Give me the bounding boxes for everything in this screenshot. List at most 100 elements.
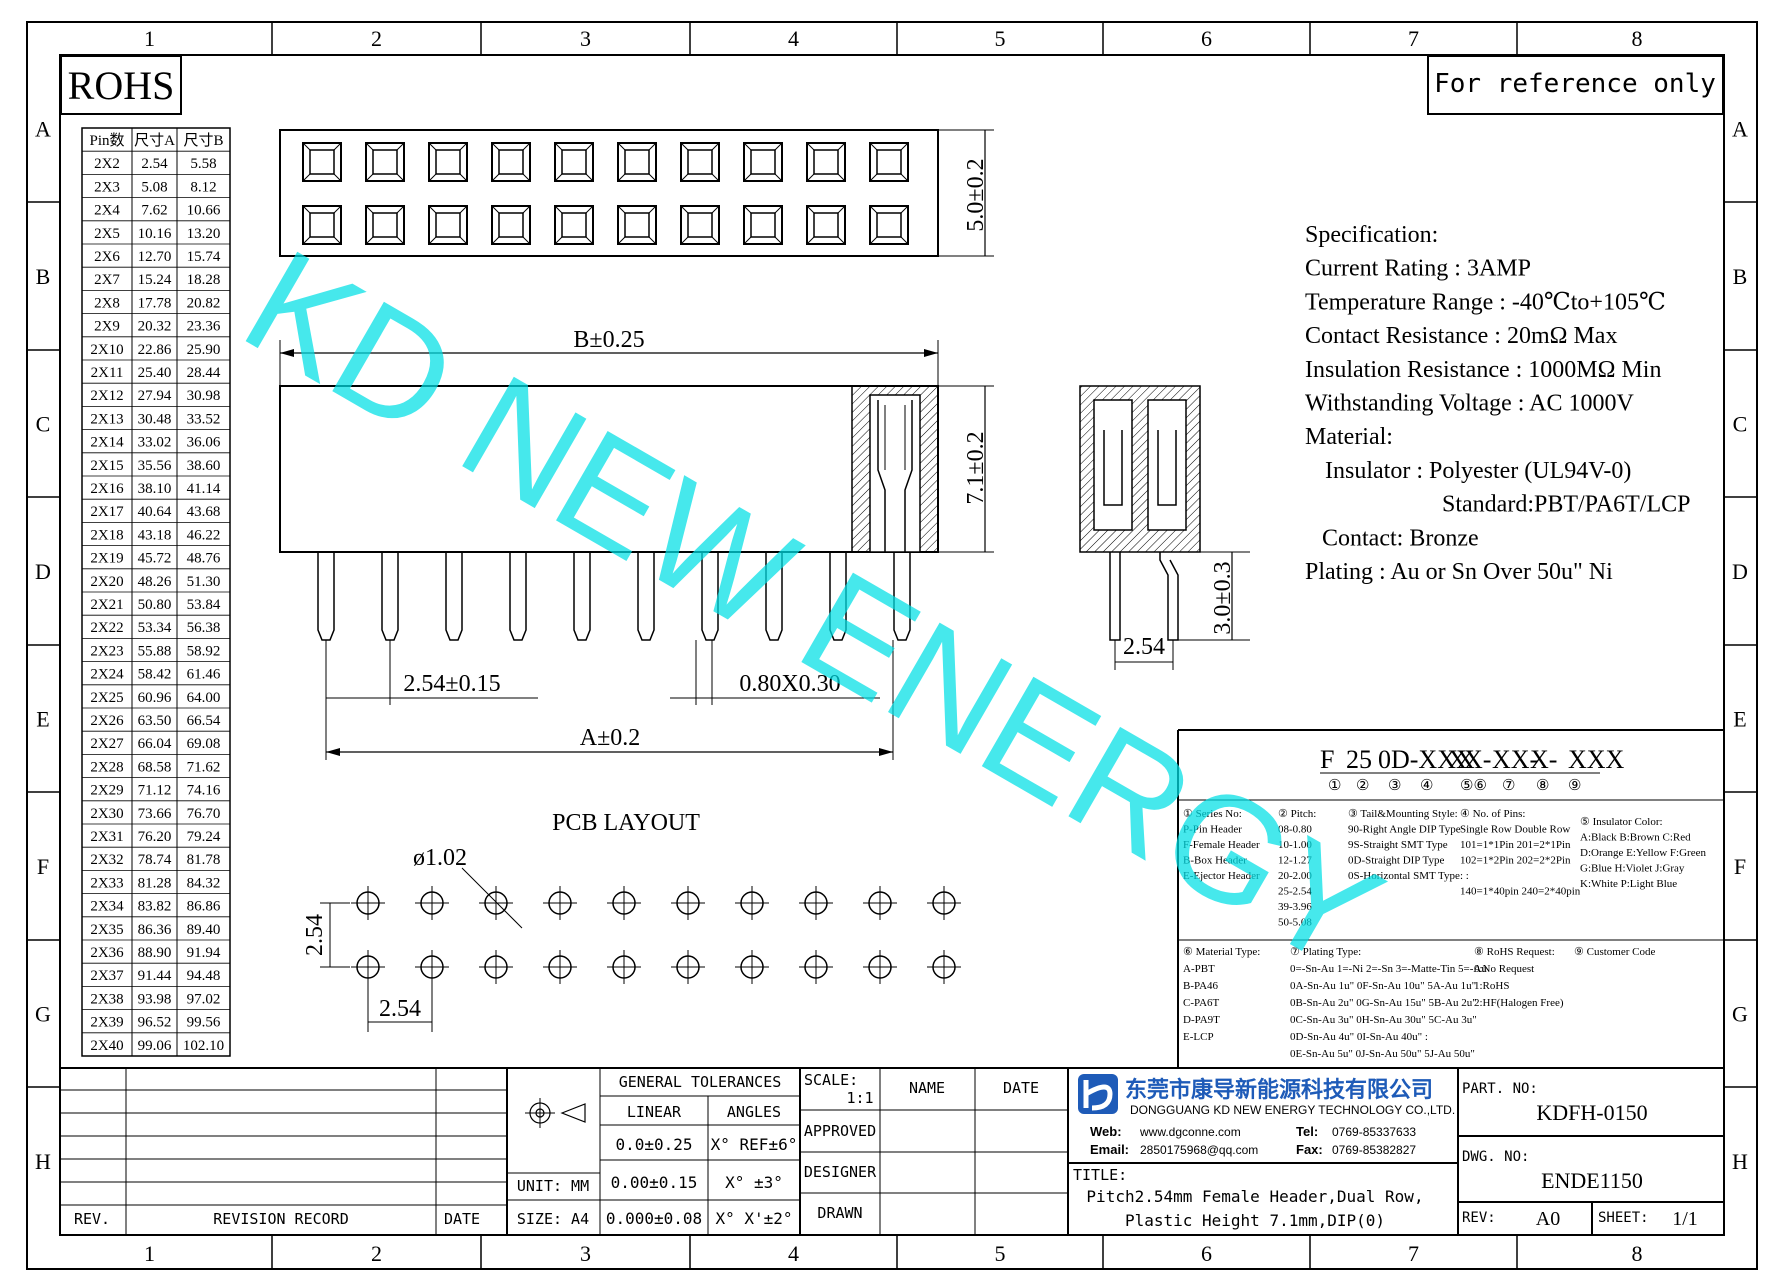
col-label-top: 7	[1408, 26, 1419, 51]
pin-table-cell: 8.12	[190, 179, 216, 195]
spec-line: Specification:	[1305, 222, 1438, 248]
code-legend-line: ⑥ Material Type:	[1183, 946, 1260, 958]
tb-revision-record: REVISION RECORD	[213, 1210, 348, 1228]
dim-pcb-col-pitch: 2.54	[379, 996, 421, 1022]
row-label-right: F	[1734, 854, 1746, 879]
top-view: 5.0±0.2	[279, 129, 994, 257]
code-legend-line: 0:No Request	[1474, 963, 1534, 975]
pin-table-cell: 5.58	[190, 156, 216, 172]
pin-table-cell: 28.44	[187, 365, 221, 381]
part-code-segment: X	[1448, 745, 1467, 774]
code-legend-line: 08-0.80	[1278, 824, 1312, 836]
pin-table-cell: 45.72	[138, 551, 172, 567]
pin-table-cell: 27.94	[138, 388, 172, 404]
web-value: www.dgconne.com	[1139, 1125, 1241, 1139]
spec-line: Withstanding Voltage : AC 1000V	[1305, 391, 1634, 417]
tb-date-col: DATE	[1003, 1079, 1039, 1097]
code-legend-line: D:Orange E:Yellow F:Green	[1580, 847, 1706, 859]
rev-value: A0	[1536, 1208, 1560, 1230]
pin-table-cell: 48.26	[138, 574, 172, 590]
pin-table-cell: 2X34	[90, 899, 124, 915]
pin-table-cell: 88.90	[138, 945, 172, 961]
code-legend-line: E-Ejector Header	[1183, 870, 1260, 882]
tb-name: NAME	[909, 1079, 945, 1097]
pin-table-cell: 55.88	[138, 643, 172, 659]
pin-table-cell: 5.08	[141, 179, 167, 195]
fax-label: Fax:	[1296, 1142, 1323, 1157]
pin-table-cell: 2X9	[94, 319, 120, 335]
code-legend-line: : :	[1460, 870, 1469, 882]
pin-table-cell: 2X15	[90, 458, 123, 474]
row-label-left: B	[36, 264, 51, 289]
pin-table-cell: 2X14	[90, 435, 124, 451]
pin-table-cell: 30.48	[138, 411, 172, 427]
pin-table-cell: 12.70	[138, 249, 172, 265]
company-name-cn: 东莞市康导新能源科技有限公司	[1125, 1077, 1433, 1102]
pin-table-cell: 20.82	[187, 295, 221, 311]
pin-table-cell: 76.20	[138, 829, 172, 845]
rohs-box	[60, 55, 182, 115]
pin-table-cell: 2X7	[94, 272, 120, 288]
pin-table-cell: 2X17	[90, 504, 124, 520]
pin-table-cell: 50.80	[138, 597, 172, 613]
spec-line: Insulation Resistance : 1000MΩ Min	[1305, 357, 1661, 383]
pin-table-cell: 35.56	[138, 458, 172, 474]
pin-table-header: Pin数	[89, 132, 124, 149]
pin-table-cell: 33.52	[187, 411, 221, 427]
tb-scale: SCALE:	[804, 1071, 858, 1089]
pin-table-cell: 2X36	[90, 945, 124, 961]
row-label-right: E	[1733, 707, 1746, 732]
pin-table-cell: 97.02	[187, 991, 221, 1007]
row-label-left: E	[36, 707, 49, 732]
code-legend-line: B-PA46	[1183, 980, 1219, 992]
pin-table-cell: 2X32	[90, 852, 123, 868]
fax-value: 0769-85382827	[1332, 1143, 1416, 1157]
pin-table-cell: 2X27	[90, 736, 124, 752]
rohs-label: ROHS	[68, 63, 175, 108]
pin-table-cell: 2X19	[90, 551, 123, 567]
part-code-segment: 0D-XXX	[1378, 745, 1475, 774]
pin-table-cell: 68.58	[138, 759, 172, 775]
dim-pin-pitch: 2.54±0.15	[403, 671, 500, 697]
pin-table-cell: 2X3	[94, 179, 120, 195]
company-name-en: DONGGUANG KD NEW ENERGY TECHNOLOGY CO.,L…	[1130, 1103, 1455, 1117]
row-label-left: H	[35, 1149, 51, 1174]
part-code-segment: X-	[1464, 745, 1491, 774]
col-label-bottom: 6	[1201, 1241, 1212, 1266]
spec-line: Contact: Bronze	[1322, 525, 1479, 551]
pin-table-cell: 2X25	[90, 690, 123, 706]
part-code-marker: ⑤⑥	[1460, 778, 1487, 794]
row-label-right: D	[1732, 559, 1748, 584]
pin-table-cell: 66.54	[187, 713, 221, 729]
pin-table-cell: 2.54	[141, 156, 168, 172]
pin-table-cell: 2X26	[90, 713, 124, 729]
code-legend-line: ③ Tail&Mounting Style:	[1348, 808, 1458, 820]
code-legend-line: A-PBT	[1183, 963, 1215, 975]
code-legend-line: ⑨ Customer Code	[1574, 946, 1655, 958]
dim-side-pitch: 2.54	[1123, 634, 1165, 660]
pin-table-cell: 94.48	[187, 968, 221, 984]
code-legend-line: 140=1*40pin 240=2*40pin	[1460, 886, 1581, 898]
part-code-segment: 25	[1346, 745, 1372, 774]
dwg-no-value: ENDE1150	[1541, 1168, 1643, 1193]
code-legend-line: ② Pitch:	[1278, 808, 1316, 820]
pin-table-cell: 83.82	[138, 899, 172, 915]
pin-table-cell: 53.84	[187, 597, 221, 613]
spec-line: Standard:PBT/PA6T/LCP	[1442, 492, 1690, 518]
tb-angles: ANGLES	[727, 1103, 781, 1121]
tb-tol1: 0.0±0.25	[615, 1135, 692, 1154]
tb-title-label: TITLE:	[1073, 1166, 1127, 1184]
pin-table-cell: 25.40	[138, 365, 172, 381]
pin-table-cell: 2X8	[94, 295, 120, 311]
part-no-label: PART. NO:	[1462, 1081, 1538, 1097]
col-label-bottom: 3	[580, 1241, 591, 1266]
code-legend-line: 102=1*2Pin 202=2*2Pin	[1460, 855, 1571, 867]
title-block: REV. REVISION RECORD DATE UNIT: MM SIZE:…	[60, 1067, 1724, 1235]
col-label-top: 6	[1201, 26, 1212, 51]
pin-table-cell: 2X31	[90, 829, 123, 845]
row-label-right: C	[1733, 412, 1748, 437]
pin-table-cell: 79.24	[187, 829, 221, 845]
tb-designer: DESIGNER	[804, 1163, 877, 1181]
